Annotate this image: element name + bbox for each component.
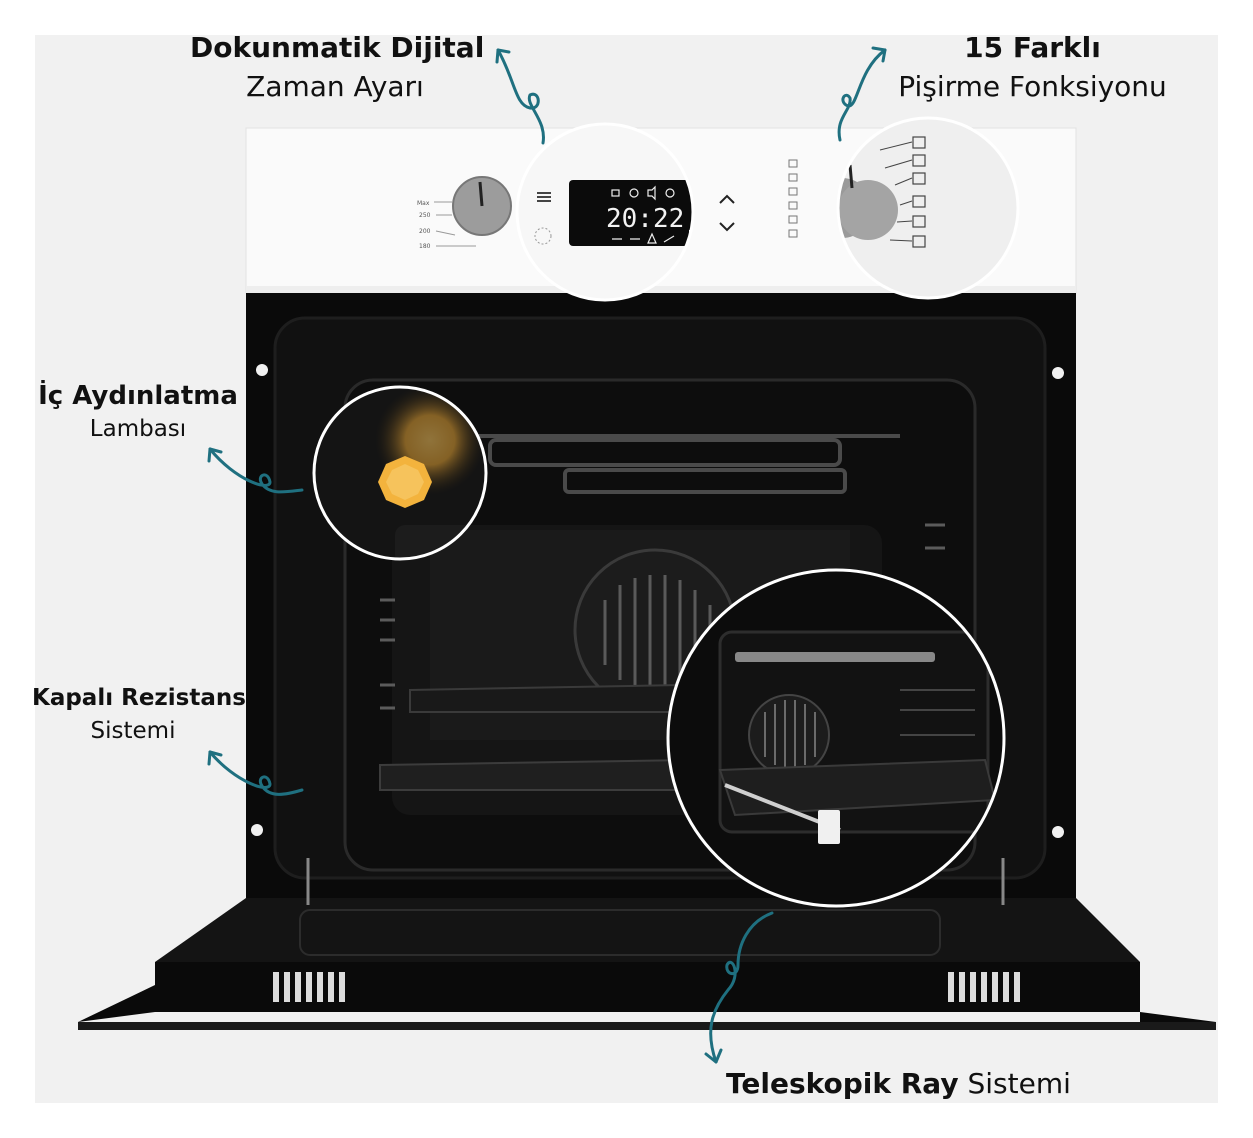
display-top-icons bbox=[611, 185, 675, 201]
power-touch-icon bbox=[534, 227, 552, 245]
callout-lamp: İç Aydınlatma Lambası bbox=[38, 380, 238, 443]
door-vent-right bbox=[948, 972, 1020, 1002]
temperature-knob bbox=[452, 176, 512, 236]
temp-tick-200: 200 bbox=[419, 228, 431, 235]
function-icons-left bbox=[788, 159, 798, 238]
callout-rail: Teleskopik Ray Sistemi bbox=[726, 1066, 1071, 1101]
function-zoom-circle bbox=[836, 116, 1020, 300]
arrow-rail bbox=[709, 911, 774, 1064]
callout-timer-title: Dokunmatik Dijital bbox=[190, 31, 485, 64]
callout-heater-title: Kapalı Rezistans bbox=[32, 685, 246, 711]
temperature-scale: Max 250 200 180 bbox=[417, 200, 476, 250]
rail-zoom-circle bbox=[666, 568, 1006, 908]
callout-functions-subtitle: Pişirme Fonksiyonu bbox=[898, 70, 1167, 103]
callout-lamp-subtitle: Lambası bbox=[89, 415, 187, 442]
temp-tick-max: Max bbox=[417, 200, 430, 207]
side-rails bbox=[380, 523, 945, 710]
callout-lamp-title: İç Aydınlatma bbox=[38, 381, 238, 411]
menu-icon bbox=[537, 192, 551, 202]
door-vent-left bbox=[273, 972, 345, 1002]
callout-timer: Dokunmatik Dijital Zaman Ayarı bbox=[190, 30, 484, 104]
arrow-down-icon bbox=[719, 222, 735, 232]
callout-rail-subtitle: Sistemi bbox=[967, 1067, 1071, 1100]
lamp-zoom-circle bbox=[312, 385, 488, 561]
function-icons-right bbox=[912, 136, 926, 248]
callout-rail-title: Teleskopik Ray bbox=[726, 1067, 959, 1100]
temp-tick-180: 180 bbox=[419, 243, 431, 250]
display-time: 20:22 bbox=[606, 204, 684, 234]
baking-tray bbox=[379, 683, 691, 791]
callout-heater-subtitle: Sistemi bbox=[90, 717, 176, 744]
oven-door bbox=[78, 858, 1216, 1030]
callout-arrows bbox=[207, 46, 887, 1064]
callout-functions-title: 15 Farklı bbox=[964, 31, 1101, 64]
rail-slider bbox=[818, 810, 840, 844]
door-hinges bbox=[306, 858, 1005, 905]
temp-tick-250: 250 bbox=[419, 212, 431, 219]
callout-functions: 15 Farklı Pişirme Fonksiyonu bbox=[880, 30, 1185, 104]
arrow-up-icon bbox=[719, 194, 735, 204]
callout-timer-subtitle: Zaman Ayarı bbox=[246, 70, 424, 103]
arrow-timer bbox=[496, 48, 545, 145]
arrow-lamp bbox=[208, 447, 304, 494]
arrow-functions bbox=[837, 48, 887, 142]
display-zoom-circle: 20:22 bbox=[515, 122, 695, 302]
arrow-heater bbox=[208, 750, 304, 796]
display-bottom-icons bbox=[612, 232, 675, 244]
callout-heater: Kapalı Rezistans Sistemi bbox=[32, 684, 246, 746]
